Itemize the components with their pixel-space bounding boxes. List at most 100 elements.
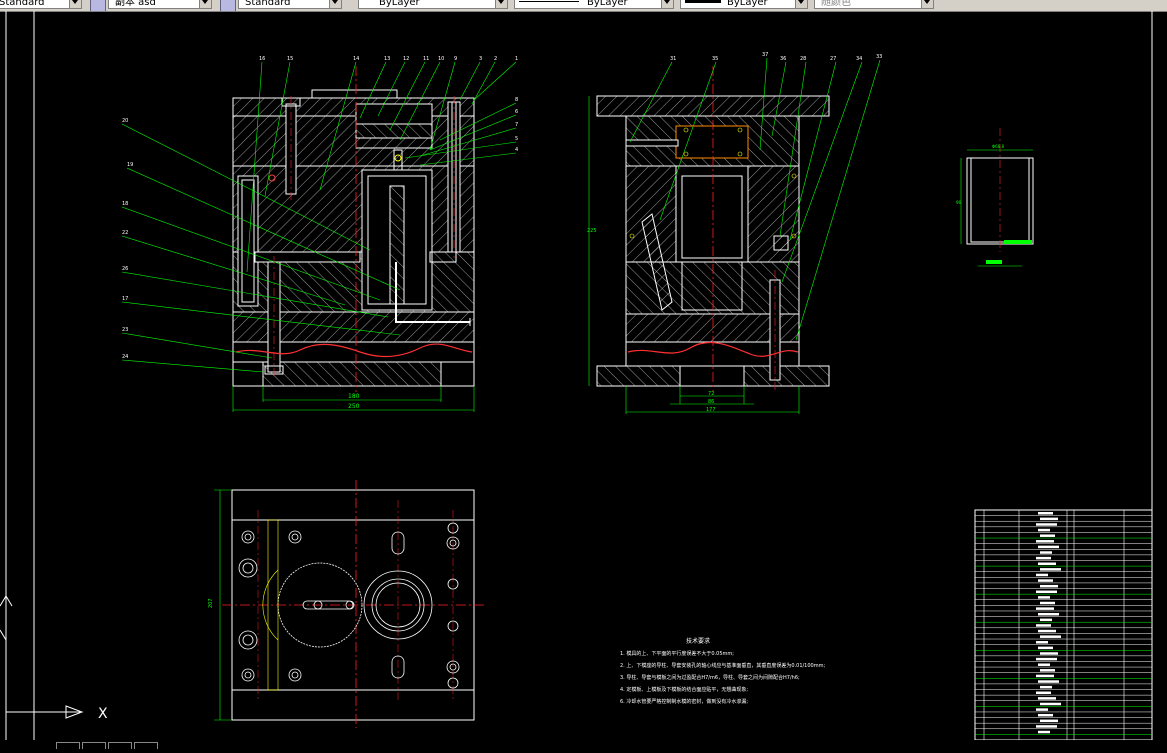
svg-text:15: 15 — [287, 56, 293, 62]
bom-cell-text — [1038, 730, 1050, 734]
text-style-value: Standard — [0, 0, 45, 8]
ucs-x-label: X — [98, 706, 108, 722]
bom-cell-text — [1040, 601, 1055, 605]
bom-cell-text — [1036, 725, 1057, 728]
linetype-value: ByLayer — [587, 0, 628, 8]
part-dim-top: Φ68.8 — [992, 144, 1005, 149]
side-dim-1: 72 — [708, 391, 714, 397]
ucs-icon — [0, 595, 84, 719]
bom-cell-text — [1040, 517, 1058, 521]
dim-style-value: 副本 asd — [115, 0, 156, 8]
bom-cell-text — [1036, 523, 1057, 526]
chevron-down-icon[interactable] — [199, 0, 211, 8]
chevron-down-icon[interactable] — [329, 0, 341, 8]
bom-cell-text — [1040, 551, 1052, 554]
svg-text:20: 20 — [122, 118, 128, 124]
front-dim-outer: 250 — [348, 403, 360, 410]
svg-text:9: 9 — [454, 56, 457, 62]
bom-cell-text — [1038, 579, 1053, 582]
tech-note-item: 6. 冷却水管要严格控制制水模的密封，做到没有冷水渗漏; — [620, 698, 748, 705]
bom-cell-text — [1040, 702, 1061, 706]
front-section-view — [232, 66, 475, 412]
bom-cell-text — [1040, 618, 1052, 622]
bom-cell-text — [1036, 641, 1048, 644]
tech-note-item: 1. 模具的上、下平面的平行度误差不大于0.05mm; — [620, 650, 734, 657]
svg-text:12: 12 — [403, 56, 409, 62]
svg-text:26: 26 — [122, 266, 128, 272]
tab-layout3[interactable] — [134, 742, 158, 749]
linetype-dropdown[interactable]: ByLayer — [514, 0, 674, 9]
side-dim-3: 177 — [706, 407, 716, 413]
svg-text:16: 16 — [259, 56, 265, 62]
chevron-down-icon[interactable] — [495, 0, 507, 8]
svg-text:4: 4 — [515, 147, 518, 153]
svg-text:6: 6 — [515, 109, 518, 115]
chevron-down-icon[interactable] — [69, 0, 81, 8]
text-style-dropdown[interactable]: Standard — [0, 0, 82, 9]
side-dim-height: 225 — [587, 228, 597, 234]
bom-cell-text — [1040, 719, 1058, 723]
dim-style-dropdown[interactable]: 副本 asd — [108, 0, 212, 9]
svg-text:10: 10 — [438, 56, 444, 62]
side-section-view — [588, 66, 830, 414]
lineweight-sample — [685, 0, 721, 3]
bom-cell-text — [1036, 556, 1051, 560]
bom-cell-text — [1036, 540, 1054, 543]
bom-cell-text — [1036, 674, 1054, 678]
bom-cell-text — [1038, 680, 1059, 683]
tab-model[interactable] — [56, 742, 80, 749]
svg-text:14: 14 — [353, 56, 359, 62]
svg-text:24: 24 — [122, 354, 128, 360]
svg-text:22: 22 — [122, 230, 128, 236]
drawing-canvas[interactable]: 180 250 16 15 14 13 12 11 10 9 3 — [0, 11, 1167, 740]
tech-note-item: 3. 导柱、导套与模板之间为过盈配合H7/m6，导柱、导套之间为间隙配合H7/h… — [620, 674, 800, 681]
bom-cell-text — [1038, 663, 1050, 666]
table-style-dropdown[interactable]: Standard — [238, 0, 342, 9]
svg-text:31: 31 — [670, 56, 676, 62]
svg-text:18: 18 — [122, 201, 128, 207]
bom-cell-text — [1038, 528, 1050, 532]
bom-cell-text — [1038, 612, 1059, 616]
bom-cell-text — [1040, 685, 1052, 689]
bom-cell-text — [1040, 568, 1061, 571]
front-part-labels: 16 15 14 13 12 11 10 9 3 2 1 20 19 18 22… — [122, 56, 518, 360]
svg-text:1: 1 — [515, 56, 518, 62]
chevron-down-icon[interactable] — [661, 0, 673, 8]
tech-note-item: 2. 上、下模座的导柱、导套安装孔的轴心线应与基准面垂直，其垂直度误差为0.01… — [620, 662, 825, 669]
bom-cell-text — [1038, 512, 1053, 515]
color-dropdown[interactable]: ByLayer — [358, 0, 508, 9]
properties-toolbar: Standard 副本 asd Standard ByLayer ByLayer… — [0, 0, 1167, 12]
bom-cell-text — [1036, 590, 1057, 594]
plot-style-value: 随颜色 — [821, 0, 851, 8]
bom-table — [974, 509, 1153, 740]
svg-text:11: 11 — [423, 56, 429, 62]
table-style-value: Standard — [245, 0, 291, 8]
side-part-labels: 31 35 37 36 28 27 34 33 — [670, 52, 882, 62]
plan-view — [214, 480, 486, 728]
svg-text:2: 2 — [494, 56, 497, 62]
tab-layout2[interactable] — [108, 742, 132, 749]
bom-cell-text — [1036, 573, 1048, 577]
bom-cell-text — [1040, 635, 1061, 638]
lineweight-dropdown[interactable]: ByLayer — [680, 0, 808, 9]
bom-cell-text — [1036, 657, 1057, 661]
bom-cell-text — [1038, 697, 1056, 700]
chevron-down-icon[interactable] — [795, 0, 807, 8]
bom-cell-text — [1036, 691, 1051, 695]
svg-text:3: 3 — [479, 56, 482, 62]
linetype-sample — [519, 1, 579, 2]
dim-style-icon[interactable] — [90, 0, 106, 11]
bom-cell-text — [1036, 607, 1054, 610]
color-value: ByLayer — [379, 0, 420, 8]
svg-text:35: 35 — [712, 56, 718, 62]
tab-layout1[interactable] — [82, 742, 106, 749]
bom-cell-text — [1038, 545, 1059, 549]
plan-dim-side: 207 — [208, 598, 214, 608]
svg-text:5: 5 — [515, 136, 518, 142]
tech-notes: 技术要求 1. 模具的上、下平面的平行度误差不大于0.05mm; 2. 上、下模… — [620, 637, 825, 705]
bom-cell-text — [1038, 646, 1053, 650]
bom-cell-text — [1038, 596, 1050, 599]
table-style-icon[interactable] — [220, 0, 236, 11]
tech-notes-title: 技术要求 — [686, 637, 710, 645]
bom-cell-text — [1038, 713, 1053, 717]
